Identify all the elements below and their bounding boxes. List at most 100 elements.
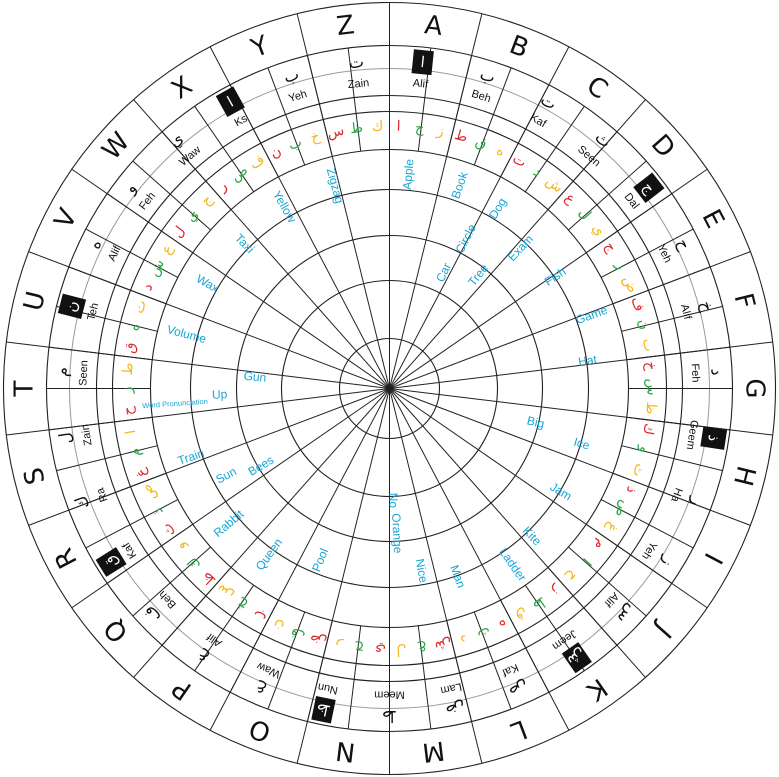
outer-letter-o: O xyxy=(245,712,275,747)
sub-spoke-line xyxy=(85,228,179,278)
arabic-name-label: Beh xyxy=(470,88,492,105)
outer-letter-d: D xyxy=(645,129,681,164)
outer-letter-u: U xyxy=(18,288,52,314)
glyph-box xyxy=(95,547,127,577)
arabic-name-label: Feh xyxy=(689,363,702,383)
sub-spoke-line xyxy=(473,67,512,166)
colored-glyph-mark: م xyxy=(127,446,145,458)
word-label: Pool xyxy=(309,546,331,574)
arabic-name-label: Zain xyxy=(347,77,370,91)
colored-glyph-mark: ز xyxy=(435,123,446,140)
sub-spoke-line xyxy=(626,416,731,431)
colored-glyph-mark: س xyxy=(643,379,659,396)
colored-glyph-mark: ع xyxy=(417,640,428,657)
colored-glyph-mark: د xyxy=(530,164,544,181)
sub-spoke-line xyxy=(194,584,255,672)
outer-letter-y: Y xyxy=(246,30,273,64)
arabic-name-label: Alif xyxy=(601,590,621,610)
wheel-spokes xyxy=(6,2,773,775)
sub-spoke-line xyxy=(585,523,673,584)
glyph-box xyxy=(215,86,245,118)
word-label: Game xyxy=(574,303,610,327)
sub-spoke-line xyxy=(106,193,194,254)
arabic-name-label: Kaf xyxy=(499,661,520,679)
colored-glyph-mark: ر xyxy=(612,258,630,272)
sub-spoke-line xyxy=(306,55,333,157)
colored-glyph-mark: خ xyxy=(233,595,250,614)
word-label: Big xyxy=(526,413,546,431)
word-label: Gun xyxy=(243,369,267,385)
colored-glyph-mark: ن xyxy=(635,317,653,331)
colored-glyph-mark: ض xyxy=(619,274,640,296)
arabic-glyph: ف xyxy=(139,602,164,627)
colored-glyph-mark: ل xyxy=(575,205,594,223)
outer-letter-b: B xyxy=(505,30,532,64)
colored-glyph-mark: ذ xyxy=(622,484,639,496)
glyph-box-letter: ا xyxy=(420,53,426,71)
sub-spoke-line xyxy=(547,567,618,646)
outer-letter-e: E xyxy=(696,205,730,233)
glyph-box-letter: ن xyxy=(62,299,82,314)
word-label: Word Pronunciation xyxy=(142,397,208,411)
arabic-glyph: ض xyxy=(444,698,467,721)
arabic-name-label: Alif xyxy=(412,77,429,91)
arabic-glyph: س xyxy=(614,601,641,628)
colored-glyph-mark: ص xyxy=(138,482,159,504)
glyph-box-letter: ذ xyxy=(704,434,723,443)
word-label: Nice xyxy=(413,558,431,584)
word-label: Exam xyxy=(505,232,536,264)
arabic-glyph: ي xyxy=(165,128,188,151)
arabic-name-label: Teh xyxy=(85,302,101,322)
arabic-name-label: Alif xyxy=(678,303,694,322)
sub-spoke-line xyxy=(267,67,306,166)
arabic-glyph: ز xyxy=(657,552,679,570)
arabic-name-label: Yeh xyxy=(655,243,674,265)
colored-glyph-mark: خ xyxy=(309,128,323,146)
colored-glyph-mark: ع xyxy=(158,241,176,257)
outer-letter-p: P xyxy=(167,672,197,706)
glyph-box xyxy=(411,49,434,76)
arabic-glyph: ب xyxy=(478,64,498,87)
colored-glyph-mark: ه xyxy=(496,616,510,634)
colored-glyph-mark: م xyxy=(591,537,609,554)
arabic-glyph: خ xyxy=(696,299,718,315)
colored-glyph-mark: ح xyxy=(120,405,137,416)
colored-glyph-mark: ط xyxy=(120,362,137,376)
arabic-glyph: ط xyxy=(382,707,397,726)
outer-letter-w: W xyxy=(97,127,137,166)
arabic-glyph: و xyxy=(120,179,141,198)
arabic-glyph: ت xyxy=(348,52,365,72)
colored-glyph-mark: ك xyxy=(185,554,205,573)
arabic-name-label: Yeh xyxy=(639,539,659,561)
arabic-name-ring: AlifBehKafSeenDalYehAlifFehGeemHaYehAlif… xyxy=(77,77,701,700)
sub-spoke-line xyxy=(229,599,279,693)
arabic-name-label: Ra xyxy=(94,485,110,503)
arabic-name-label: Meem xyxy=(374,689,405,701)
colored-glyph-mark: ن xyxy=(270,616,286,635)
glyph-box xyxy=(633,172,665,203)
arabic-glyph: م xyxy=(52,366,71,377)
colored-glyph-mark: ي xyxy=(588,221,607,239)
arabic-name-label: Kaf xyxy=(528,112,549,131)
colored-glyph-mark: ا xyxy=(396,119,400,135)
colored-glyph-mark: د xyxy=(458,631,469,648)
word-label: Car xyxy=(433,261,454,284)
glyph-box xyxy=(311,696,336,724)
arabic-name-label: Waw xyxy=(255,659,282,680)
sub-spoke-line xyxy=(446,55,473,157)
sub-spoke-line xyxy=(417,625,432,730)
colored-glyph-mark: غ xyxy=(132,466,150,480)
sub-spoke-line xyxy=(600,499,694,549)
arabic-name-label: Seen xyxy=(77,360,90,386)
arabic-glyph: د xyxy=(707,368,726,376)
colored-glyph-mark: ش xyxy=(433,635,453,654)
word-label: Circle xyxy=(453,222,480,256)
arabic-name-label: Ks xyxy=(232,112,249,129)
sub-spoke-line xyxy=(48,346,153,361)
colored-glyph-mark: ا xyxy=(123,429,139,435)
sub-spoke-line xyxy=(473,611,512,710)
colored-glyph-mark: ض xyxy=(308,631,329,651)
colored-glyph-mark: و xyxy=(172,539,189,555)
word-label: Orange xyxy=(389,513,405,554)
outer-letter-x: X xyxy=(166,71,198,106)
